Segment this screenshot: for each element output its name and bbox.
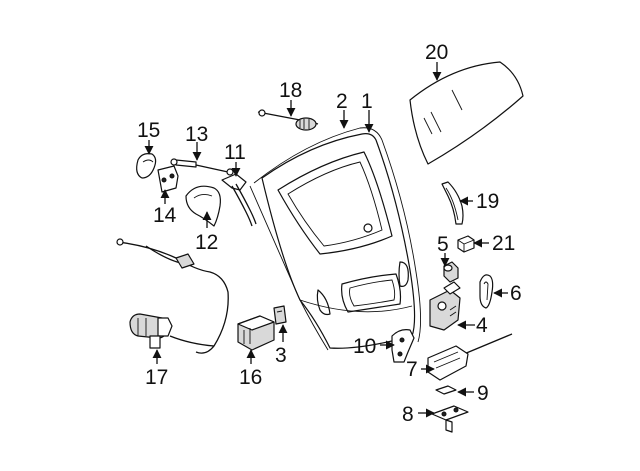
callout-11: 11	[224, 141, 246, 164]
callout-12: 12	[195, 231, 218, 254]
callout-14: 14	[153, 204, 177, 227]
callout-4: 4	[476, 314, 488, 337]
rear-glass-part	[409, 61, 524, 165]
motor-cable-part	[116, 238, 229, 354]
callout-21: 21	[492, 232, 515, 255]
callout-7: 7	[406, 358, 418, 381]
callout-10: 10	[353, 335, 376, 358]
cap-part	[136, 153, 157, 179]
callout-20: 20	[425, 41, 448, 64]
latch-bracket-part	[391, 329, 415, 363]
leader-lines	[144, 62, 508, 418]
callout-17: 17	[145, 366, 168, 389]
callout-3: 3	[275, 344, 287, 367]
molding-strip-part	[441, 181, 464, 225]
callout-19: 19	[476, 190, 499, 213]
callout-1: 1	[361, 90, 373, 113]
callout-15: 15	[137, 119, 160, 142]
callout-9: 9	[477, 382, 489, 405]
callout-numbers: 1 2 3 4 5 6 7 8 9 10 11 12 13 14 15 16 1…	[137, 41, 522, 426]
release-cable-part	[257, 109, 319, 131]
bracket-part	[157, 165, 179, 193]
stopper-part	[457, 235, 475, 253]
callout-8: 8	[402, 403, 414, 426]
callout-2: 2	[336, 90, 348, 113]
callout-13: 13	[185, 123, 208, 146]
clip-part	[435, 385, 457, 395]
callout-5: 5	[437, 233, 449, 256]
callout-6: 6	[510, 282, 522, 305]
switch-part	[273, 305, 287, 325]
callout-16: 16	[239, 366, 262, 389]
hinge-cover-part	[185, 185, 221, 227]
hinge-part	[221, 173, 257, 227]
latch-part	[429, 281, 461, 331]
liftgate-part	[249, 127, 422, 351]
striker-plate-part	[431, 405, 469, 433]
actuator-part	[427, 333, 513, 381]
lock-cylinder-part	[443, 261, 459, 283]
handle-part	[479, 274, 494, 309]
callout-18: 18	[279, 79, 302, 102]
control-module-part	[237, 315, 275, 351]
